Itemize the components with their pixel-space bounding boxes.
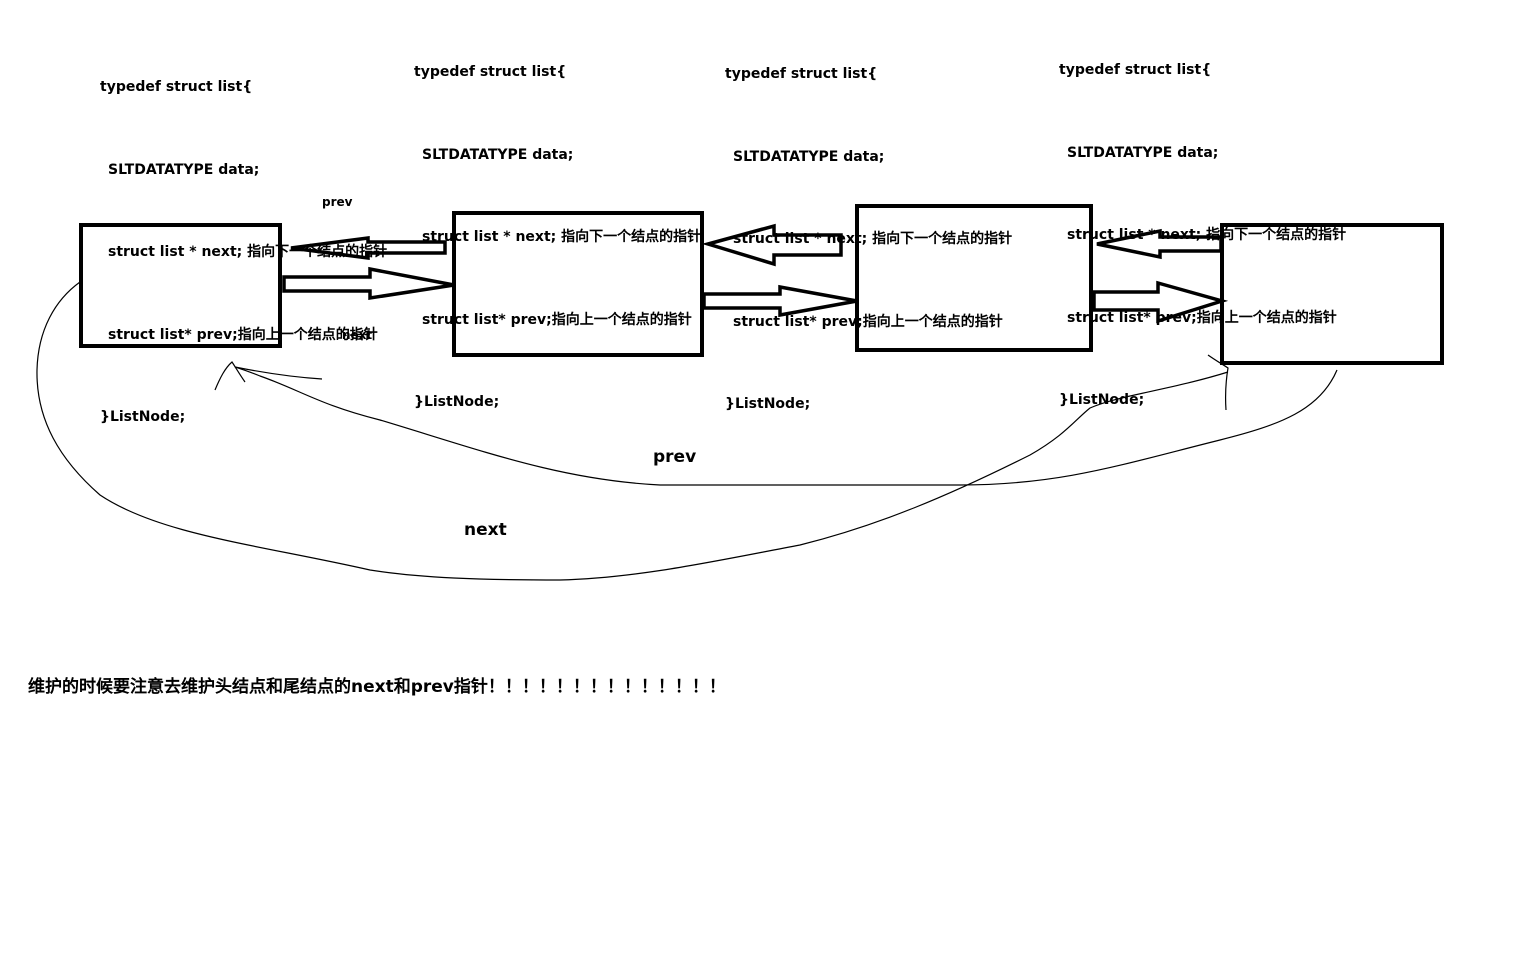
prev-label-small: prev xyxy=(322,195,353,209)
struct-line: SLTDATATYPE data; xyxy=(1067,144,1219,161)
next-label-large: next xyxy=(464,520,507,540)
maintenance-note: 维护的时候要注意去维护头结点和尾结点的next和prev指针！！！！！！！！！！… xyxy=(28,677,726,697)
prev-arrow-4-to-3 xyxy=(1096,228,1223,260)
head-next-arrowhead xyxy=(1207,354,1229,411)
struct-definition-3: typedef struct list{ SLTDATATYPE data; s… xyxy=(725,6,1012,446)
struct-line: }ListNode; xyxy=(725,396,811,412)
head-next-to-tail-curve xyxy=(36,281,1229,581)
struct-line: struct list * next; 指向下一个结点的指针 xyxy=(422,229,702,245)
struct-line: struct list* prev;指向上一个结点的指针 xyxy=(1067,309,1337,326)
struct-line: SLTDATATYPE data; xyxy=(108,161,260,178)
struct-line: SLTDATATYPE data; xyxy=(733,148,885,165)
next-arrow-2-to-3 xyxy=(702,284,858,318)
next-arrow-3-to-4 xyxy=(1092,280,1229,324)
struct-line: typedef struct list{ xyxy=(414,64,567,80)
struct-line: }ListNode; xyxy=(1059,392,1145,408)
struct-line: struct list* prev;指向上一个结点的指针 xyxy=(108,326,378,343)
struct-line: struct list* prev;指向上一个结点的指针 xyxy=(422,311,692,328)
list-node-3 xyxy=(855,204,1093,352)
list-node-2 xyxy=(452,211,704,357)
struct-line: SLTDATATYPE data; xyxy=(422,146,574,163)
tail-prev-to-head-curve xyxy=(234,366,1338,486)
list-node-4 xyxy=(1220,223,1444,365)
prev-arrow-3-to-2 xyxy=(701,223,843,267)
struct-line: typedef struct list{ xyxy=(725,66,878,82)
prev-label-large: prev xyxy=(653,447,697,467)
tail-prev-arrowhead xyxy=(214,361,323,391)
struct-line: }ListNode; xyxy=(414,394,500,410)
prev-arrow-2-to-1 xyxy=(290,236,447,260)
struct-definition-2: typedef struct list{ SLTDATATYPE data; s… xyxy=(414,4,701,444)
struct-line: struct list* prev;指向上一个结点的指针 xyxy=(733,313,1003,330)
struct-line: typedef struct list{ xyxy=(1059,62,1212,78)
next-arrow-1-to-2 xyxy=(282,266,455,301)
struct-line: typedef struct list{ xyxy=(100,79,253,95)
next-label-small: next xyxy=(342,328,373,342)
list-node-1 xyxy=(79,223,282,348)
struct-line: }ListNode; xyxy=(100,409,186,425)
